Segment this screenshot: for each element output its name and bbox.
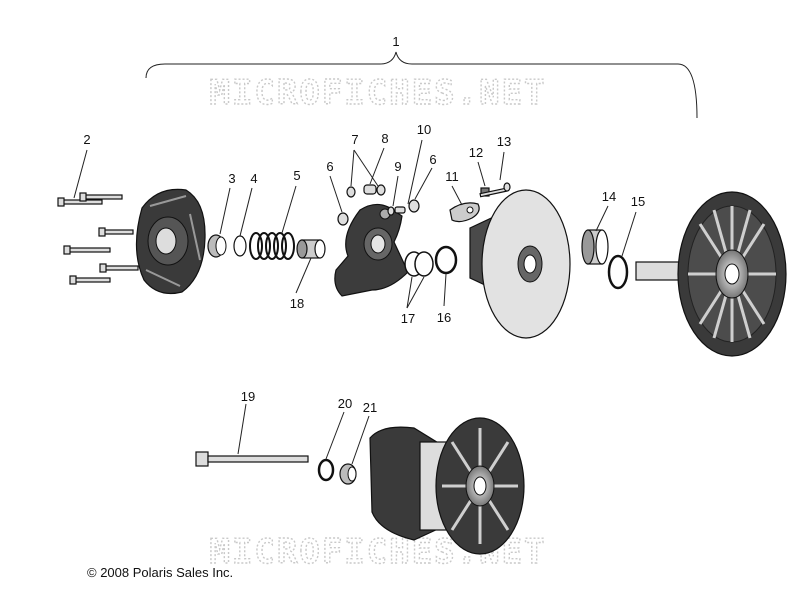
ring — [233, 235, 247, 257]
callout-1: 1 — [392, 34, 399, 49]
callout-10: 10 — [417, 122, 431, 137]
bolt-set — [57, 192, 139, 285]
callout-16: 16 — [437, 310, 451, 325]
watermark-top: MICROFICHES.NET — [209, 73, 546, 113]
callout-13: 13 — [497, 134, 511, 149]
callout-17: 17 — [401, 311, 415, 326]
callout-6-right: 6 — [429, 152, 436, 167]
weight-arm — [449, 202, 480, 223]
callout-3: 3 — [228, 171, 235, 186]
washer-set — [404, 251, 434, 277]
spring — [249, 232, 295, 260]
pin — [479, 182, 511, 198]
bushing — [207, 234, 227, 258]
callout-6-left: 6 — [326, 159, 333, 174]
washer-16 — [434, 245, 458, 275]
washer-21 — [339, 463, 357, 485]
callout-5: 5 — [293, 168, 300, 183]
assembly-bracket — [145, 51, 698, 119]
callout-9: 9 — [394, 159, 401, 174]
leader-lines — [73, 139, 637, 465]
callout-12: 12 — [469, 145, 483, 160]
bushing-14 — [581, 229, 609, 265]
bushing-15 — [607, 254, 629, 290]
callout-11: 11 — [445, 169, 459, 184]
callout-15: 15 — [631, 194, 645, 209]
callout-8: 8 — [381, 131, 388, 146]
fixed-sheave — [635, 191, 787, 357]
bushing-18 — [296, 239, 326, 259]
roller-parts — [337, 184, 420, 226]
callout-4: 4 — [250, 171, 257, 186]
callout-2: 2 — [83, 132, 90, 147]
cover-plate — [135, 188, 206, 295]
callout-18: 18 — [290, 296, 304, 311]
callout-14: 14 — [602, 189, 616, 204]
callout-labels: 1 2 3 4 5 6 7 8 9 10 6 11 12 13 14 15 16… — [83, 34, 645, 415]
moveable-sheave — [469, 189, 571, 339]
clutch-bolt — [195, 451, 309, 467]
callout-20: 20 — [338, 396, 352, 411]
callout-19: 19 — [241, 389, 255, 404]
washer-20 — [317, 458, 335, 482]
callout-21: 21 — [363, 400, 377, 415]
copyright-notice: © 2008 Polaris Sales Inc. — [87, 565, 234, 580]
callout-7: 7 — [351, 132, 358, 147]
assembled-clutch — [369, 417, 525, 555]
